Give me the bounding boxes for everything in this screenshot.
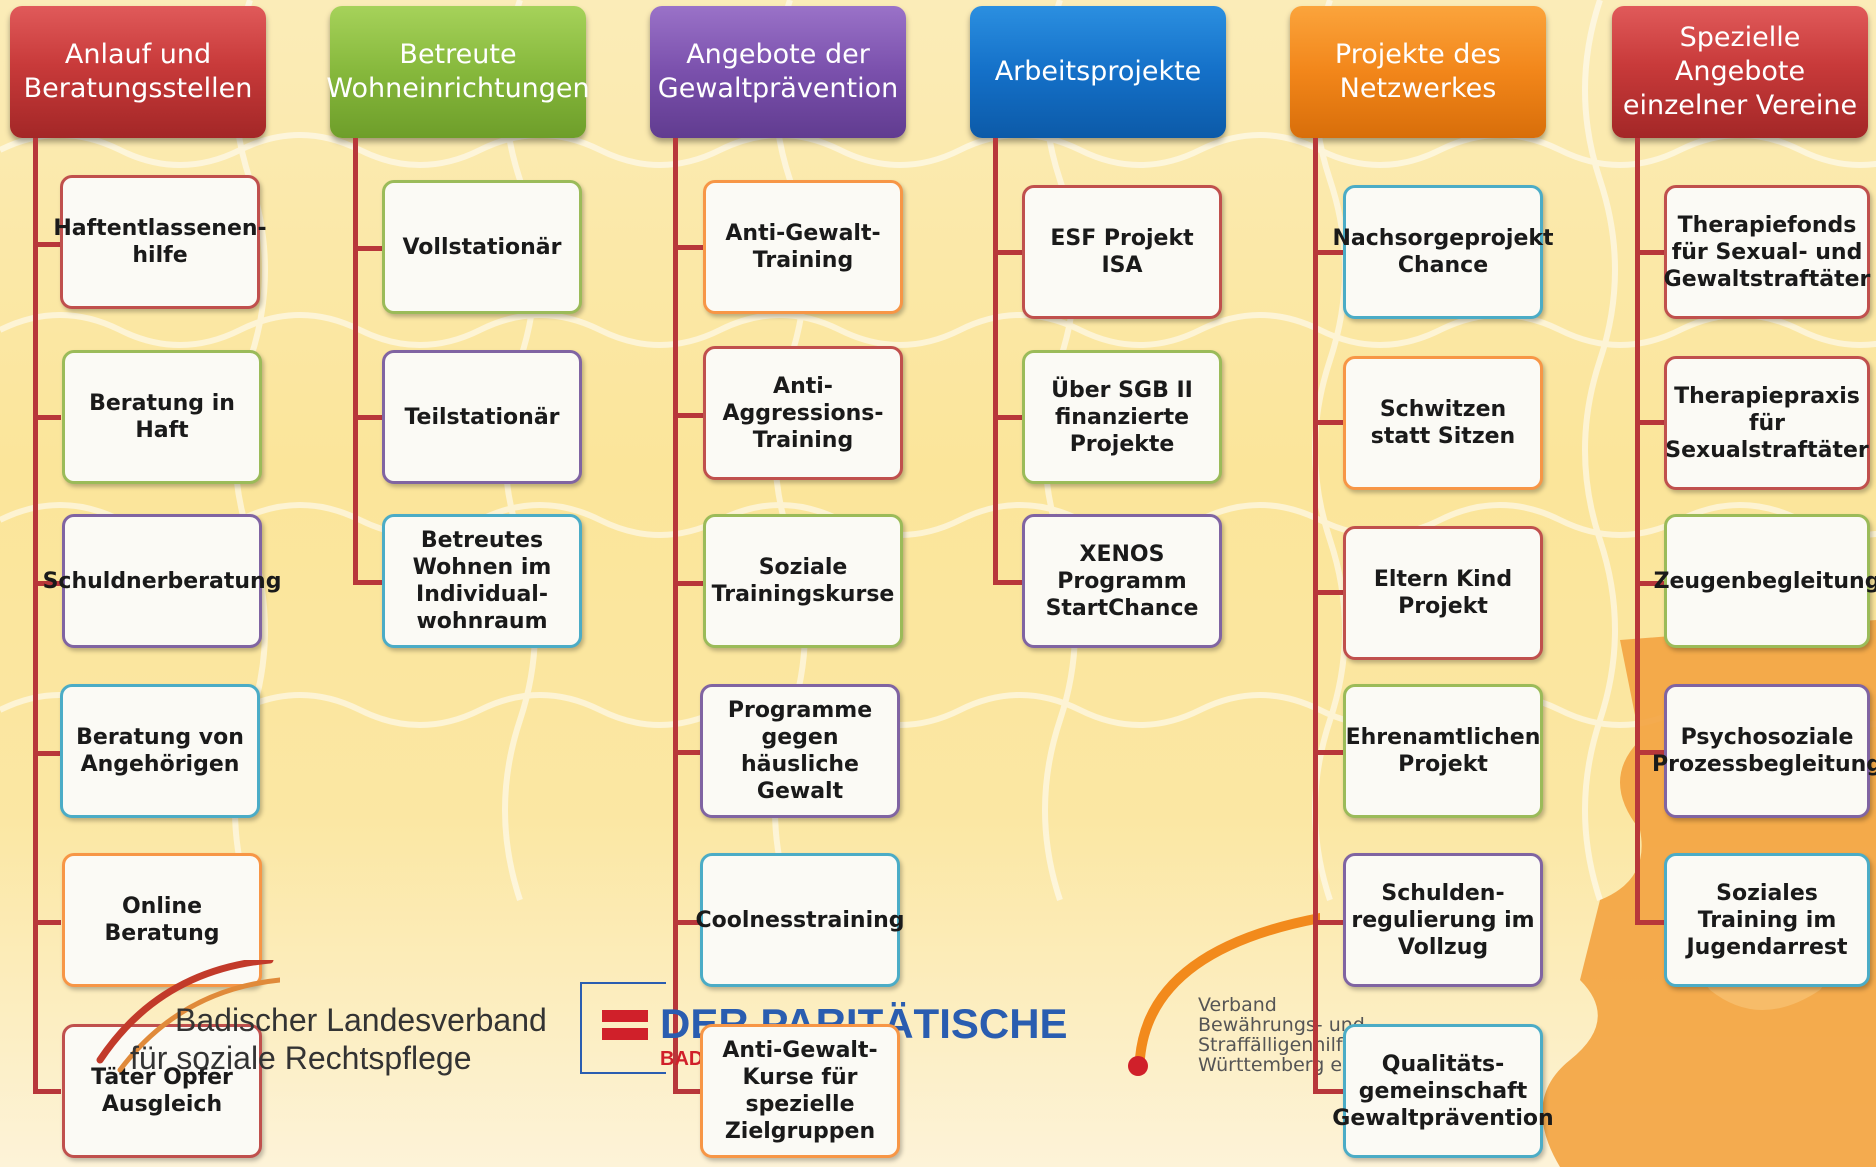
- connector-branch: [33, 415, 61, 420]
- connector-branch: [673, 750, 705, 755]
- connector-branch: [353, 415, 383, 420]
- node-eltern-kind-projekt: Eltern Kind Projekt: [1343, 526, 1543, 660]
- connector-branch: [33, 1089, 61, 1094]
- column-header-wohneinrichtungen: Betreute Wohneinrichtungen: [326, 6, 590, 138]
- node-haeusliche-gewalt: Programme gegen häusliche Gewalt: [700, 684, 900, 818]
- node-coolnesstraining: Coolnesstraining: [695, 853, 905, 987]
- arc-icon: [1128, 913, 1320, 1076]
- column-header-anlauf: Anlauf und Beratungsstellen: [10, 6, 266, 138]
- connector-branch: [993, 580, 1025, 585]
- connector-branch: [1635, 750, 1667, 755]
- paritaetische-mark: [602, 1028, 648, 1040]
- node-esf-projekt-isa: ESF Projekt ISA: [1022, 185, 1222, 319]
- badischer-line2: für soziale Rechtspflege: [130, 1040, 472, 1076]
- node-anti-gewalt-training: Anti-Gewalt-Training: [703, 180, 903, 314]
- connector-vertical: [1313, 138, 1318, 1092]
- node-anti-gewalt-kurse: Anti-Gewalt-Kurse für spezielle Zielgrup…: [700, 1024, 900, 1158]
- connector-branch: [1313, 250, 1345, 255]
- connector-branch: [33, 751, 61, 756]
- column-header-arbeitsprojekte: Arbeitsprojekte: [970, 6, 1226, 138]
- connector-branch: [1313, 420, 1345, 425]
- paritaetische-frame: [580, 982, 666, 1074]
- verband-line2: Bewährungs- und: [1198, 1014, 1365, 1036]
- node-zeugenbegleitung: Zeugenbegleitung: [1654, 514, 1876, 648]
- node-anti-aggressions-training: Anti-Aggressions-Training: [703, 346, 903, 480]
- node-soziale-trainingskurse: Soziale Trainingskurse: [703, 514, 903, 648]
- connector-branch: [33, 920, 61, 925]
- connector-vertical: [1635, 138, 1640, 925]
- connector-branch: [1313, 1089, 1345, 1094]
- connector-branch: [993, 250, 1025, 255]
- column-header-gewaltpraevention: Angebote der Gewaltprävention: [650, 6, 906, 138]
- connector-branch: [673, 413, 705, 418]
- node-therapiepraxis: Therapiepraxis für Sexualstraftäter: [1664, 356, 1870, 490]
- node-beratung-in-haft: Beratung in Haft: [62, 350, 262, 484]
- verband-line1: Verband: [1198, 994, 1277, 1016]
- node-xenos-programm: XENOS Programm StartChance: [1022, 514, 1222, 648]
- node-nachsorgeprojekt: Nachsorgeprojekt Chance: [1333, 185, 1554, 319]
- connector-branch: [993, 415, 1025, 420]
- node-therapiefonds: Therapiefonds für Sexual- und Gewaltstra…: [1664, 185, 1870, 319]
- logo-badischer-landesverband: Badischer Landesverband für soziale Rech…: [80, 960, 547, 1080]
- node-haftentlassenenhilfe: Haftentlassenen-hilfe: [53, 175, 267, 309]
- connector-branch: [673, 245, 705, 250]
- column-header-spezielle-angebote: Spezielle Angebote einzelner Vereine: [1612, 6, 1868, 138]
- node-schuldenregulierung: Schulden-regulierung im Vollzug: [1343, 853, 1543, 987]
- node-soziales-training-jugendarrest: Soziales Training im Jugendarrest: [1664, 853, 1870, 987]
- node-beratung-angehoerige: Beratung von Angehörigen: [60, 684, 260, 818]
- connector-branch: [673, 920, 705, 925]
- connector-branch: [33, 581, 61, 586]
- connector-branch: [1635, 581, 1667, 586]
- node-schwitzen-statt-sitzen: Schwitzen statt Sitzen: [1343, 356, 1543, 490]
- connector-branch: [353, 246, 383, 251]
- connector-vertical: [993, 138, 998, 585]
- connector-branch: [1313, 920, 1345, 925]
- swoosh-icon: [96, 960, 280, 1073]
- node-betreutes-wohnen: Betreutes Wohnen im Individual-wohnraum: [382, 514, 582, 648]
- column-header-netzwerk: Projekte des Netzwerkes: [1290, 6, 1546, 138]
- connector-branch: [1313, 750, 1345, 755]
- node-ehrenamtlichen-projekt: Ehrenamtlichen Projekt: [1343, 684, 1543, 818]
- connector-branch: [1313, 590, 1345, 595]
- connector-branch: [1635, 250, 1667, 255]
- node-teilstationaer: Teilstationär: [382, 350, 582, 484]
- node-vollstationaer: Vollstationär: [382, 180, 582, 314]
- connector-branch: [673, 581, 705, 586]
- node-psychosoziale-prozessbegleitung: Psychosoziale Prozessbegleitung: [1652, 684, 1876, 818]
- connector-vertical: [673, 138, 678, 1092]
- node-sgb-projekte: Über SGB II finanzierte Projekte: [1022, 350, 1222, 484]
- connector-branch: [1635, 920, 1667, 925]
- connector-vertical: [33, 138, 38, 1092]
- connector-vertical: [353, 138, 358, 585]
- node-qualitaetsgemeinschaft: Qualitäts-gemeinschaft Gewaltprävention: [1332, 1024, 1554, 1158]
- node-schuldnerberatung: Schuldnerberatung: [43, 514, 281, 648]
- connector-branch: [33, 242, 61, 247]
- badischer-line1: Badischer Landesverband: [175, 1002, 547, 1038]
- paritaetische-mark: [602, 1010, 648, 1022]
- connector-branch: [353, 580, 383, 585]
- connector-branch: [673, 1089, 705, 1094]
- connector-branch: [1635, 420, 1667, 425]
- verband-line4: Württemberg e.V.: [1198, 1054, 1365, 1076]
